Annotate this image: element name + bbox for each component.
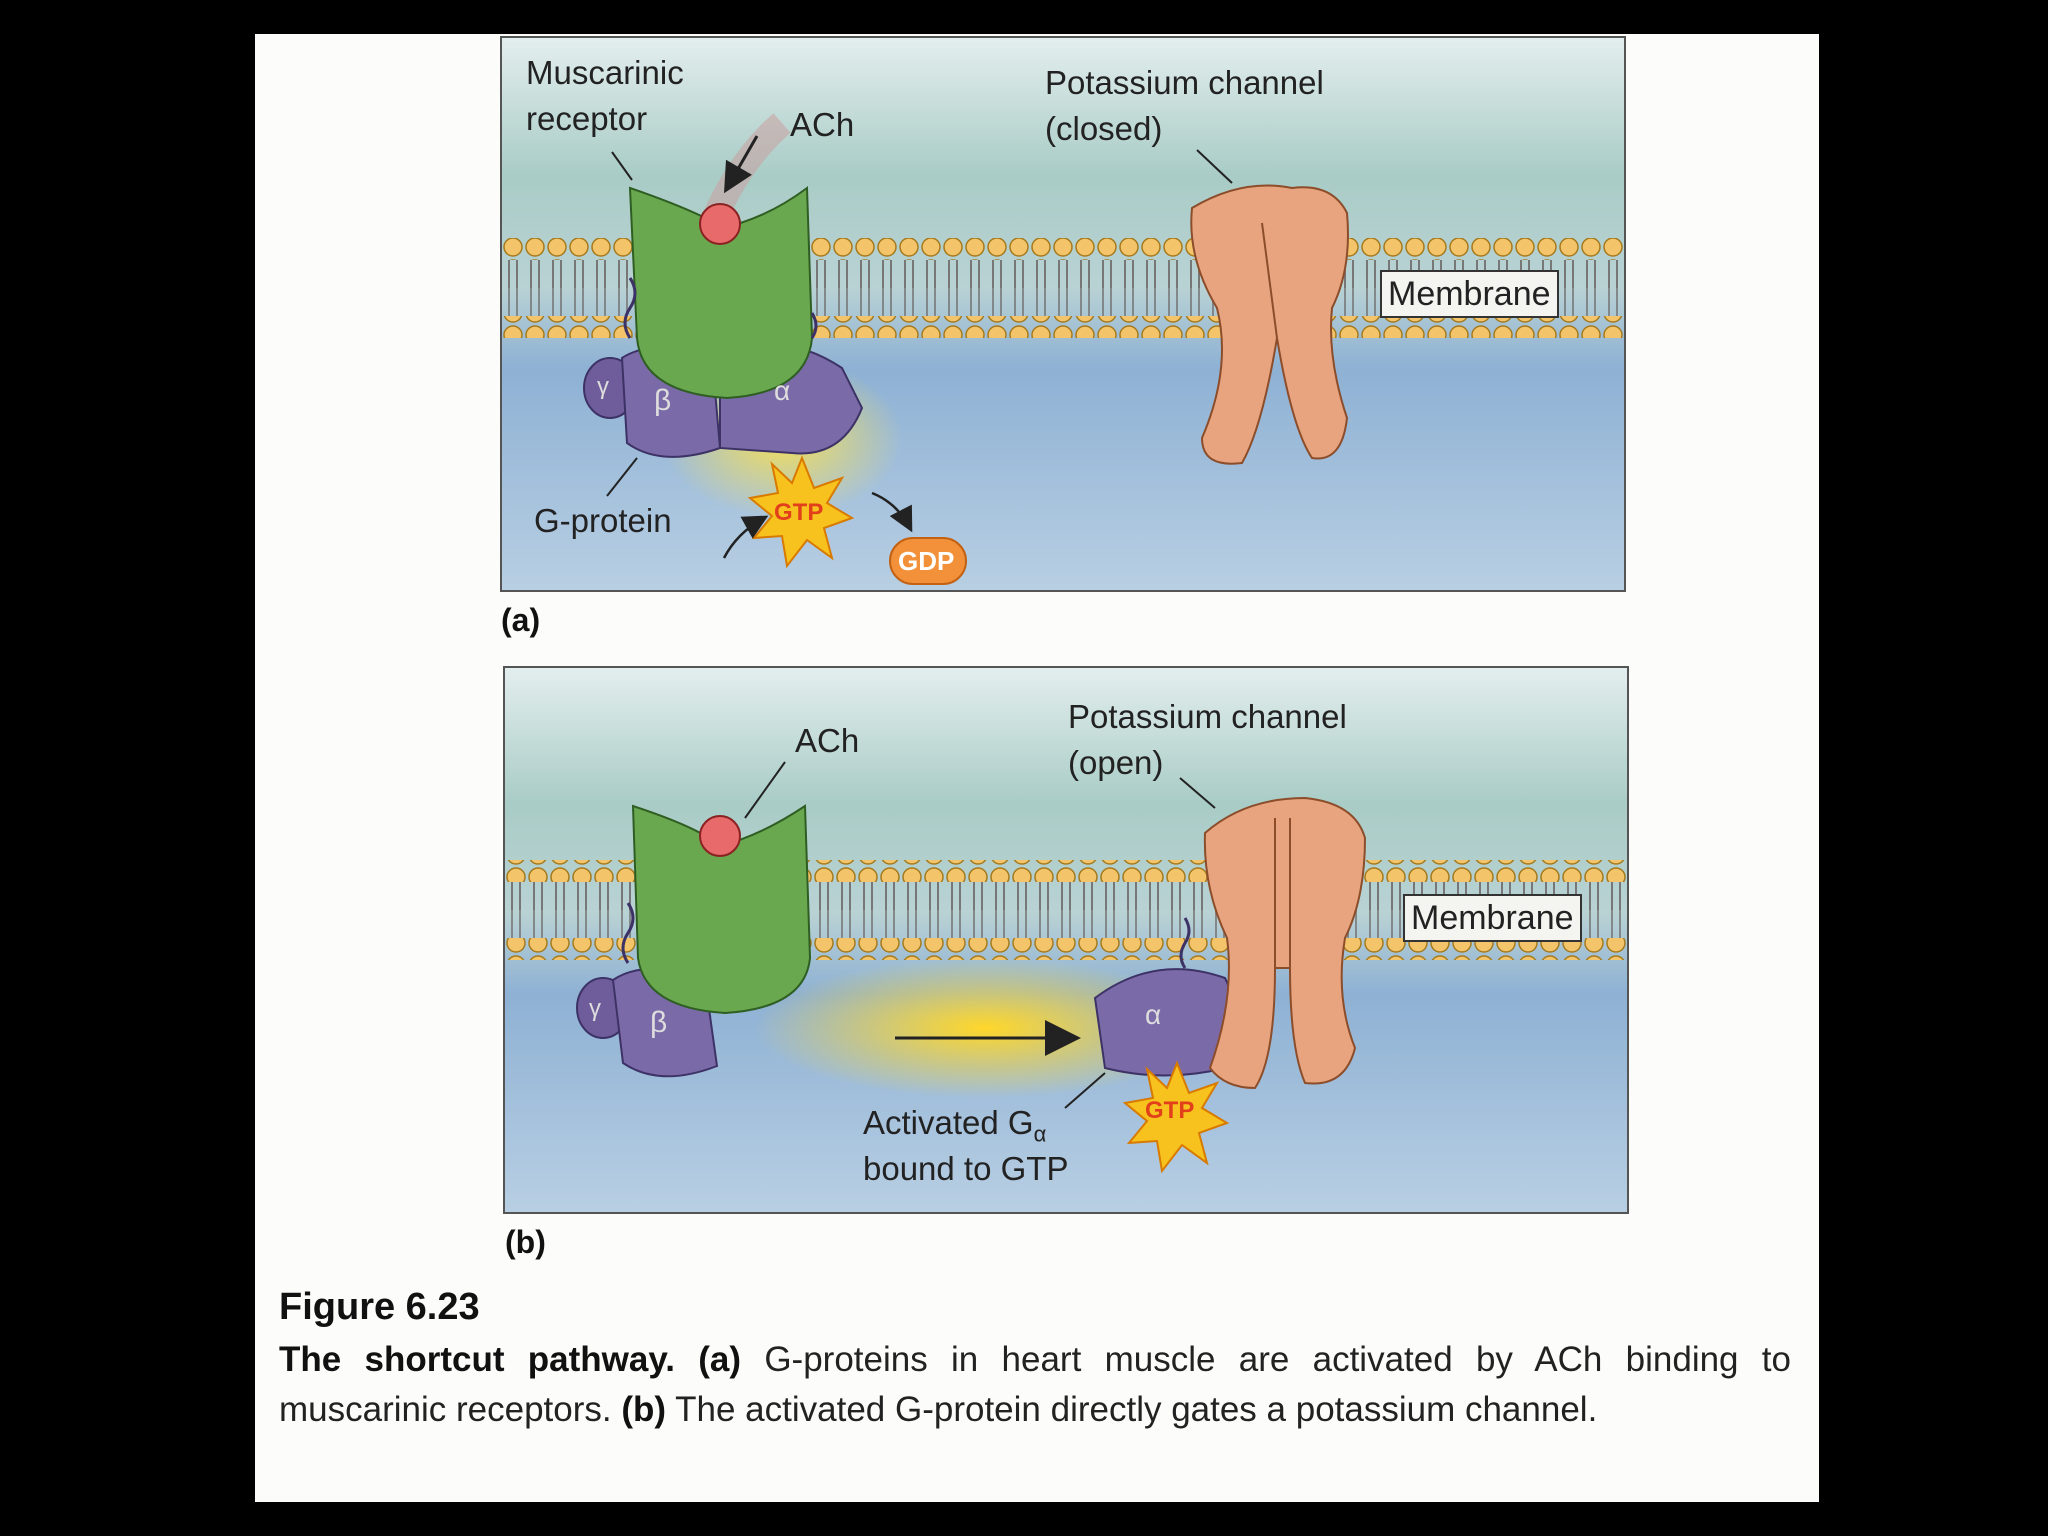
panel-a: Muscarinic receptor ACh Potassium channe…: [500, 36, 1626, 592]
label-bound-to-gtp: bound to GTP: [863, 1150, 1069, 1187]
label-ach-b: ACh: [795, 722, 860, 759]
label-beta: β: [654, 384, 672, 417]
label-potassium-channel-b: Potassium channel (open): [1068, 698, 1347, 781]
panel-b-sublabel: (b): [505, 1224, 546, 1260]
label-potassium-channel: Potassium channel (closed): [1045, 64, 1324, 147]
label-alpha: α: [774, 375, 791, 406]
label-alpha-b: α: [1145, 999, 1162, 1030]
caption-part-b-text: The activated G-protein directly gates a…: [675, 1390, 1598, 1429]
caption-part-b-marker: (b): [621, 1390, 667, 1429]
label-membrane: Membrane: [1380, 270, 1559, 318]
label-gtp-b: GTP: [1145, 1097, 1195, 1124]
figure-number: Figure 6.23: [279, 1286, 480, 1328]
label-g-protein: G-protein: [534, 502, 672, 539]
label-membrane-b: Membrane: [1403, 894, 1582, 942]
figure-page: Muscarinic receptor ACh Potassium channe…: [255, 34, 1819, 1502]
caption-part-a-marker: (a): [698, 1340, 742, 1379]
panel-a-sublabel: (a): [501, 602, 541, 638]
label-gamma-b: γ: [589, 995, 601, 1022]
label-beta-b: β: [650, 1006, 668, 1039]
panel-b: ACh Potassium channel (open) Membrane γ …: [503, 666, 1629, 1214]
label-gtp: GTP: [774, 499, 824, 526]
label-muscarinic-receptor: Muscarinic receptor: [526, 54, 684, 137]
figure-caption: Figure 6.23 The shortcut pathway. (a) G-…: [279, 1286, 1791, 1435]
label-gamma: γ: [597, 373, 609, 400]
label-ach: ACh: [790, 106, 855, 143]
label-activated-galpha: Activated Gα: [863, 1104, 1047, 1147]
caption-body: The shortcut pathway. (a) G-proteins in …: [279, 1335, 1791, 1435]
caption-title: The shortcut pathway.: [279, 1340, 675, 1379]
caption-part-a-text: G-proteins in heart muscle are activated…: [279, 1340, 1791, 1429]
label-gdp: GDP: [898, 546, 955, 576]
